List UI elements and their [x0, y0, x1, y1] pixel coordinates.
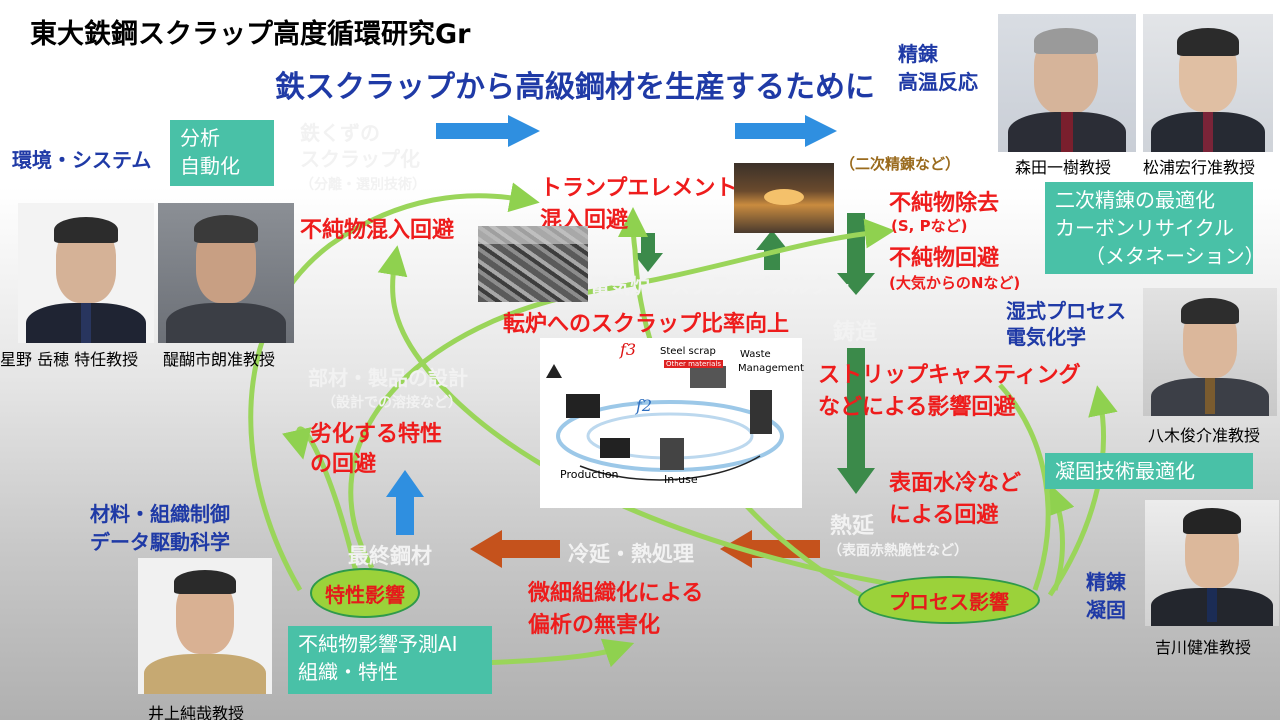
scrap-collect-line-3: （分離・選別技術） [300, 177, 426, 193]
green-arrow-down-main [837, 213, 875, 494]
label-degrading: 劣化する特性 の回避 [310, 420, 442, 480]
label-final-steel: 最終鋼材 [348, 544, 432, 568]
box-analysis-line-2: 自動化 [180, 154, 240, 178]
cycle-diagram: f3 f2 Steel scrap Other materials Waste … [540, 338, 804, 508]
name-yagi: 八木俊介准教授 [1148, 426, 1261, 445]
photo-scrap [478, 226, 588, 302]
cycle-other-materials: Other materials [664, 360, 723, 368]
photo-yagi [1143, 288, 1277, 416]
scrap-collect-line-1: 鉄くずの [300, 121, 380, 145]
green-arrow-down-small [633, 233, 663, 272]
label-secondary-refining: （二次精錬など） [840, 155, 961, 173]
slide-title: 東大鉄鋼スクラップ高度循環研究Gr [30, 19, 471, 50]
label-design-note: （設計での溶接など） [322, 395, 462, 411]
name-daigo: 醍醐市朗准教授 [163, 350, 276, 369]
label-design: 部材・製品の設計 [308, 366, 468, 390]
label-cold-rolling: 冷延・熱処理 [568, 542, 694, 566]
box-secondary-line-3: （メタネーション） [1085, 244, 1265, 268]
label-hot-rolling: 熱延 [830, 514, 875, 539]
category-wet-process: 湿式プロセス 電気化学 [1006, 298, 1126, 350]
cycle-f3: f3 [620, 340, 637, 359]
category-materials-line-2: データ駆動科学 [90, 530, 230, 554]
label-converter-ratio: 転炉へのスクラップ比率向上 [503, 312, 790, 337]
label-avoid-note: (大気からのNなど) [889, 274, 1021, 292]
name-inoue: 井上純哉教授 [148, 704, 245, 720]
blue-arrow-up [386, 470, 424, 535]
blue-arrow-top-2 [735, 115, 837, 147]
label-surface-cooling: 表面水冷など による回避 [889, 468, 1021, 532]
box-solidification: 凝固技術最適化 [1045, 453, 1253, 489]
label-degrading-line-2: の回避 [310, 452, 377, 477]
box-secondary-line-1: 二次精錬の最適化 [1055, 188, 1215, 212]
cycle-diagram-svg [546, 364, 784, 481]
category-refining: 精錬 高温反応 [898, 40, 978, 96]
category-wet-line-2: 電気化学 [1006, 325, 1086, 349]
cycle-in-use: In-use [664, 473, 698, 486]
photo-hoshino [18, 203, 154, 343]
name-matsuura: 松浦宏行准教授 [1143, 158, 1256, 177]
category-rs-line-2: 凝固 [1086, 598, 1126, 622]
category-materials-line-1: 材料・組織制御 [90, 502, 230, 526]
label-casting: 鋳造 [833, 320, 878, 345]
box-ai-prediction: 不純物影響予測AI 組織・特性 [288, 626, 492, 694]
label-impurity-mixing: 不純物混入回避 [300, 218, 455, 243]
label-surface-line-1: 表面水冷など [889, 471, 1022, 496]
cycle-waste: Waste Management [738, 348, 804, 376]
photo-inoue [138, 558, 272, 694]
box-solidification-text: 凝固技術最適化 [1055, 459, 1195, 483]
category-refining-solidification: 精錬 凝固 [1086, 568, 1126, 624]
brown-arrow-left-1 [470, 530, 560, 568]
box-ai-line-1: 不純物影響予測AI [298, 632, 458, 656]
category-refining-line-1: 精錬 [898, 42, 938, 66]
box-ai-line-2: 組織・特性 [298, 660, 398, 684]
category-environment: 環境・システム [12, 148, 152, 172]
cycle-waste-line-1: Waste [740, 349, 771, 360]
box-analysis: 分析 自動化 [170, 120, 274, 186]
label-fine-line-1: 微細組織化による [528, 581, 704, 606]
label-hot-rolling-note: （表面赤熱脆性など） [828, 543, 968, 559]
cycle-steel-scrap: Steel scrap [660, 346, 716, 357]
photo-matsuura [1143, 14, 1273, 152]
category-rs-line-1: 精錬 [1086, 570, 1126, 594]
label-strip-casting: ストリップキャスティング などによる影響回避 [818, 360, 1081, 424]
name-yoshikawa: 吉川健准教授 [1155, 638, 1252, 657]
photo-daigo [158, 203, 294, 343]
cycle-waste-line-2: Management [738, 363, 804, 374]
box-secondary-refining: 二次精錬の最適化 カーボンリサイクル （メタネーション） [1045, 182, 1265, 274]
blue-arrow-top-1 [436, 115, 540, 147]
photo-furnace [734, 163, 834, 233]
photo-morita [998, 14, 1136, 152]
cycle-f2: f2 [636, 396, 653, 415]
oval-process-impact: プロセス影響 [858, 576, 1040, 624]
oval-property-impact: 特性影響 [310, 568, 420, 618]
category-refining-line-2: 高温反応 [898, 70, 978, 94]
box-secondary-line-2: カーボンリサイクル [1055, 216, 1234, 240]
label-strip-line-1: ストリップキャスティング [818, 363, 1081, 388]
label-fine-structure: 微細組織化による 偏析の無害化 [528, 578, 703, 642]
name-morita: 森田一樹教授 [1015, 158, 1112, 177]
cycle-production: Production [560, 468, 619, 481]
scrap-collect-label: 鉄くずの スクラップ化 （分離・選別技術） [300, 120, 426, 198]
label-impurity-removal: 不純物除去 [889, 191, 1000, 216]
label-strip-line-2: などによる影響回避 [818, 395, 1016, 420]
box-analysis-line-1: 分析 [180, 126, 220, 150]
photo-yoshikawa [1145, 500, 1279, 626]
category-wet-line-1: 湿式プロセス [1006, 299, 1126, 323]
label-removal-note: (S, Pなど) [891, 217, 968, 235]
category-materials: 材料・組織制御 データ駆動科学 [90, 500, 230, 556]
label-electric-furnace: 電気炉・スクラップメルター [590, 274, 850, 298]
label-surface-line-2: による回避 [889, 503, 999, 528]
label-impurity-avoid: 不純物回避 [889, 246, 1000, 271]
green-curves [248, 182, 1118, 668]
scrap-collect-line-2: スクラップ化 [300, 147, 420, 171]
name-hoshino: 星野 岳穂 特任教授 [0, 350, 139, 369]
headline: 鉄スクラップから高級鋼材を生産するために [275, 70, 875, 105]
label-fine-line-2: 偏析の無害化 [528, 613, 661, 638]
label-degrading-line-1: 劣化する特性 [310, 422, 443, 447]
label-tramp-line-1: トランプエレメント [540, 176, 738, 201]
